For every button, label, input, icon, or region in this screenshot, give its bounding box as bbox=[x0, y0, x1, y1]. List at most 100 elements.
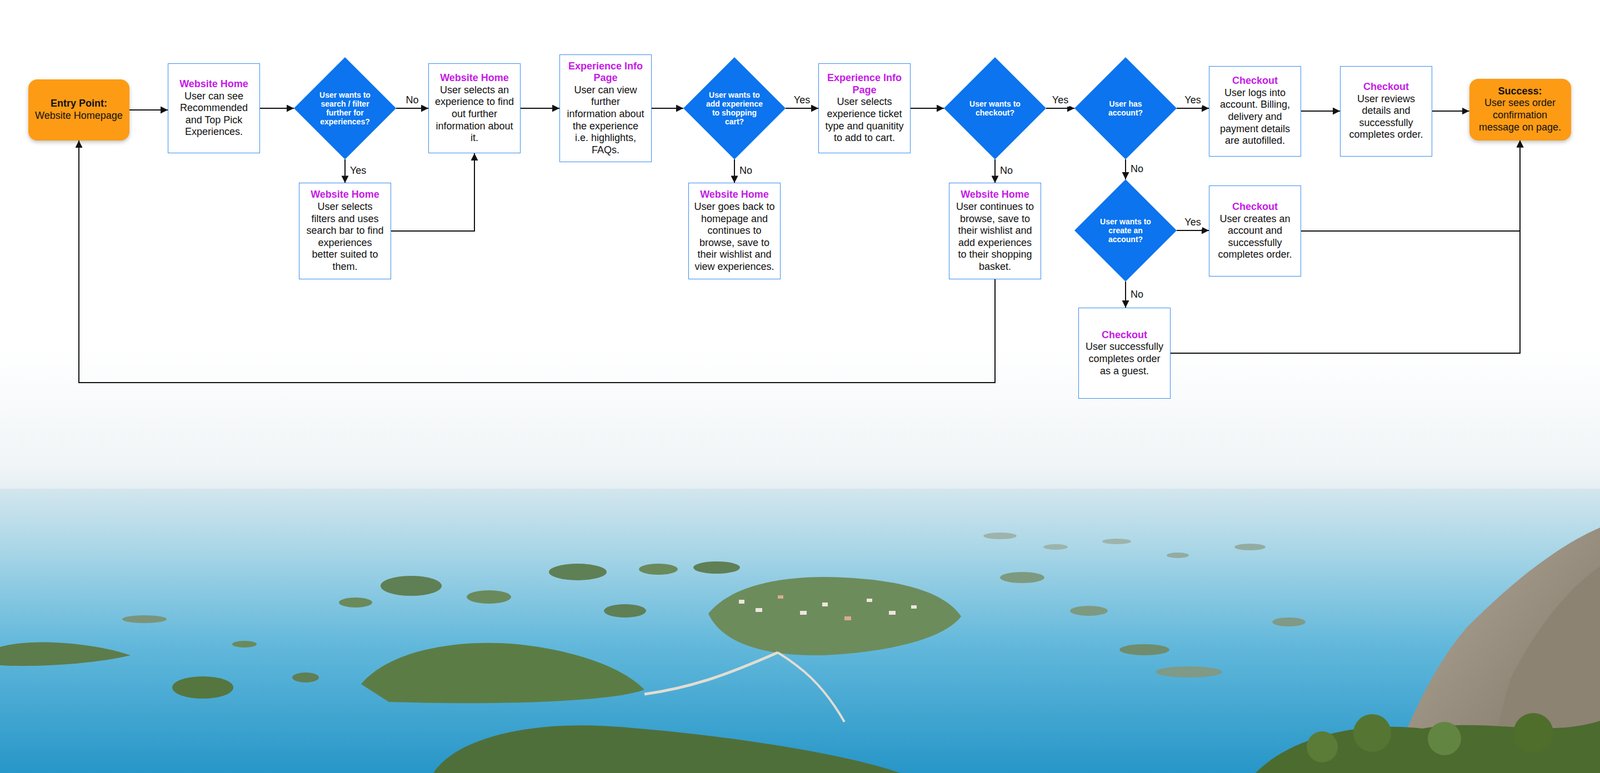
edge-label: No bbox=[1129, 288, 1145, 302]
node-body: User selects an experience to find out f… bbox=[433, 84, 515, 145]
connector bbox=[1125, 159, 1127, 180]
node-heading: Website Home bbox=[433, 72, 515, 85]
island bbox=[603, 604, 647, 618]
island bbox=[1043, 544, 1068, 550]
text-group: Success:User sees order confirmation mes… bbox=[1469, 85, 1572, 134]
node-body: Website Homepage bbox=[32, 110, 125, 123]
node-heading: Experience Info Page bbox=[565, 60, 647, 85]
decision-text: User wants to search / filter further fo… bbox=[316, 90, 374, 127]
road bbox=[777, 652, 845, 723]
island bbox=[1272, 617, 1306, 627]
node-heading: Experience Info Page bbox=[823, 72, 905, 97]
island bbox=[380, 576, 442, 597]
decision-diamond: User wants to checkout? bbox=[943, 57, 1047, 160]
bridge bbox=[644, 652, 778, 695]
node-body: User reviews details and successfully co… bbox=[1345, 93, 1427, 142]
process-box: Experience Info PageUser selects experie… bbox=[818, 63, 911, 154]
node-heading: Website Home bbox=[173, 78, 255, 91]
connector bbox=[1301, 110, 1340, 112]
foreground-land bbox=[433, 725, 900, 773]
island bbox=[1102, 538, 1132, 545]
terminal-box: Entry Point:Website Homepage bbox=[28, 79, 130, 141]
process-box: CheckoutUser creates an account and succ… bbox=[1208, 185, 1302, 277]
text-group: Website HomeUser can see Recommended and… bbox=[168, 78, 260, 139]
connector bbox=[1176, 107, 1209, 109]
house bbox=[822, 602, 828, 607]
island bbox=[1119, 644, 1170, 656]
edge-label: Yes bbox=[1183, 216, 1202, 229]
bush bbox=[1427, 722, 1462, 756]
island bbox=[338, 597, 373, 608]
decision-diamond: User has account? bbox=[1074, 57, 1177, 160]
text-group: User has account? bbox=[1096, 99, 1155, 118]
edge-label: No bbox=[998, 165, 1014, 178]
process-box: Website HomeUser goes back to homepage a… bbox=[688, 182, 781, 279]
island bbox=[172, 676, 234, 699]
process-box: Website HomeUser selects an experience t… bbox=[428, 63, 521, 154]
process-box: CheckoutUser logs into account. Billing,… bbox=[1208, 66, 1302, 157]
text-group: Experience Info PageUser selects experie… bbox=[818, 72, 910, 145]
node-heading: Website Home bbox=[954, 188, 1036, 202]
island bbox=[708, 577, 962, 656]
island bbox=[1155, 666, 1223, 678]
text-group: Experience Info PageUser can view furthe… bbox=[560, 60, 652, 157]
island bbox=[292, 672, 319, 683]
process-box: Website HomeUser can see Recommended and… bbox=[167, 63, 260, 154]
process-box: Experience Info PageUser can view furthe… bbox=[559, 54, 652, 163]
island bbox=[1166, 552, 1189, 559]
island bbox=[638, 563, 678, 575]
diamond-fill bbox=[293, 57, 397, 160]
edge-label: No bbox=[738, 165, 754, 178]
connector bbox=[344, 159, 346, 183]
node-body: User sees order confirmation message on … bbox=[1473, 97, 1567, 134]
terminal-box: Success:User sees order confirmation mes… bbox=[1469, 78, 1572, 141]
text-group: User wants to add experience to shopping… bbox=[705, 90, 764, 127]
island bbox=[1234, 543, 1266, 551]
connector bbox=[733, 159, 735, 183]
island bbox=[361, 643, 645, 704]
text-group: Website HomeUser selects an experience t… bbox=[428, 72, 520, 145]
island bbox=[1000, 572, 1045, 584]
node-heading: Checkout bbox=[1214, 201, 1296, 214]
connector bbox=[391, 153, 475, 232]
node-heading: Checkout bbox=[1083, 329, 1165, 342]
node-heading: Checkout bbox=[1345, 81, 1427, 94]
text-group: User wants to checkout? bbox=[966, 99, 1024, 118]
bush bbox=[1513, 713, 1554, 754]
text-group: CheckoutUser reviews details and success… bbox=[1340, 81, 1432, 142]
island bbox=[983, 532, 1017, 540]
diamond-fill bbox=[1074, 57, 1177, 160]
connector bbox=[260, 107, 294, 109]
text-group: CheckoutUser creates an account and succ… bbox=[1209, 201, 1301, 262]
node-body: User can view further information about … bbox=[565, 84, 647, 157]
text-group: CheckoutUser logs into account. Billing,… bbox=[1209, 75, 1301, 148]
house bbox=[911, 605, 917, 609]
bush bbox=[1353, 714, 1392, 753]
node-body: User logs into account. Billing, deliver… bbox=[1214, 87, 1296, 148]
process-box: CheckoutUser reviews details and success… bbox=[1340, 66, 1433, 157]
house bbox=[866, 598, 873, 603]
connector bbox=[1176, 230, 1209, 232]
island bbox=[1070, 606, 1108, 617]
bush bbox=[1306, 731, 1338, 763]
diamond-fill bbox=[683, 57, 786, 160]
connector bbox=[1125, 281, 1127, 308]
node-heading: Website Home bbox=[693, 188, 775, 202]
house bbox=[755, 608, 763, 613]
connector bbox=[520, 107, 560, 109]
edge-label: No bbox=[404, 94, 420, 107]
connector bbox=[1432, 110, 1470, 112]
island bbox=[548, 563, 607, 581]
edge-label: Yes bbox=[348, 165, 368, 178]
text-group: User wants to create an account? bbox=[1096, 217, 1155, 244]
connector bbox=[910, 107, 944, 109]
node-body: User creates an account and successfully… bbox=[1214, 213, 1296, 262]
connector bbox=[1170, 140, 1520, 354]
island bbox=[122, 615, 167, 624]
house bbox=[800, 611, 807, 615]
process-box: Website HomeUser continues to browse, sa… bbox=[948, 182, 1042, 279]
house bbox=[844, 616, 852, 621]
connector bbox=[1046, 107, 1075, 109]
text-group: Website HomeUser selects filters and use… bbox=[299, 188, 391, 273]
